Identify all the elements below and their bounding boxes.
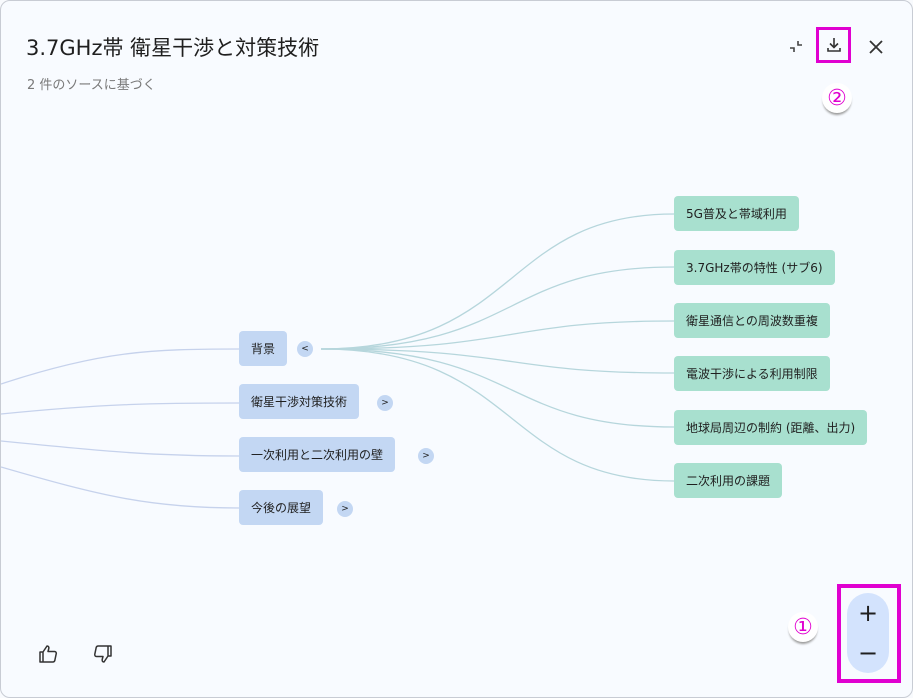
annotation-highlight-zoom — [837, 584, 901, 683]
link-branch-leaf-3 — [320, 320, 675, 350]
branch-label: 一次利用と二次利用の壁 — [251, 448, 384, 462]
branch-label: 背景 — [251, 342, 276, 356]
leaf-node[interactable]: 3.7GHz帯の特性 (サブ6) — [674, 250, 835, 285]
branch-node-outlook[interactable]: 今後の展望 — [239, 490, 324, 525]
leaf-label: 5G普及と帯域利用 — [686, 207, 787, 221]
link-root-branch-3 — [1, 440, 240, 457]
link-branch-leaf-6 — [320, 348, 675, 482]
close-button[interactable] — [864, 35, 888, 59]
thumbs-up-button[interactable] — [35, 641, 61, 667]
leaf-label: 地球局周辺の制約 (距離、出力) — [686, 421, 856, 435]
thumbs-up-icon — [39, 645, 58, 663]
link-branch-leaf-2 — [320, 266, 675, 350]
collapse-icon — [790, 41, 802, 52]
download-button[interactable] — [816, 27, 851, 63]
branch-node-primary-secondary-use[interactable]: 一次利用と二次利用の壁 — [239, 437, 396, 472]
annotation-marker-zoom: ① — [788, 612, 818, 642]
link-root-branch-4 — [1, 466, 240, 509]
leaf-node[interactable]: 電波干渉による利用制限 — [674, 356, 830, 391]
link-root-branch-2 — [1, 402, 240, 415]
branch-node-interference-countermeasures[interactable]: 衛星干渉対策技術 — [239, 384, 360, 419]
thumbs-down-icon — [93, 645, 112, 663]
collapse-toggle-background[interactable]: < — [297, 341, 313, 357]
thumbs-down-button[interactable] — [90, 641, 116, 667]
link-branch-leaf-1 — [320, 213, 675, 350]
collapse-button[interactable] — [784, 35, 808, 59]
link-root-branch-1 — [1, 348, 240, 385]
leaf-node[interactable]: 地球局周辺の制約 (距離、出力) — [674, 410, 868, 445]
leaf-node[interactable]: 5G普及と帯域利用 — [674, 196, 799, 231]
leaf-label: 3.7GHz帯の特性 (サブ6) — [686, 261, 823, 275]
branch-label: 衛星干渉対策技術 — [251, 395, 348, 409]
leaf-label: 二次利用の課題 — [686, 474, 771, 488]
link-branch-leaf-4 — [320, 348, 675, 374]
link-branch-leaf-5 — [320, 348, 675, 428]
leaf-label: 衛星通信との周波数重複 — [686, 314, 818, 328]
expand-toggle-outlook[interactable]: > — [337, 501, 353, 517]
dialog-title: 3.7GHz帯 衛星干渉と対策技術 — [26, 36, 320, 60]
expand-toggle-interference-countermeasures[interactable]: > — [377, 395, 393, 411]
source-count-subtitle: 2 件のソースに基づく — [27, 78, 156, 93]
leaf-node[interactable]: 二次利用の課題 — [674, 463, 783, 498]
download-icon — [826, 38, 841, 52]
leaf-node[interactable]: 衛星通信との周波数重複 — [674, 303, 830, 338]
zoom-out-button[interactable]: − — [857, 639, 879, 667]
zoom-controls — [847, 593, 889, 673]
leaf-label: 電波干渉による利用制限 — [686, 367, 818, 381]
close-icon — [869, 40, 883, 54]
branch-label: 今後の展望 — [251, 501, 312, 515]
annotation-marker-download: ② — [822, 83, 852, 113]
expand-toggle-primary-secondary-use[interactable]: > — [418, 448, 434, 464]
zoom-in-button[interactable]: + — [857, 599, 879, 627]
branch-node-background[interactable]: 背景 — [239, 331, 288, 366]
